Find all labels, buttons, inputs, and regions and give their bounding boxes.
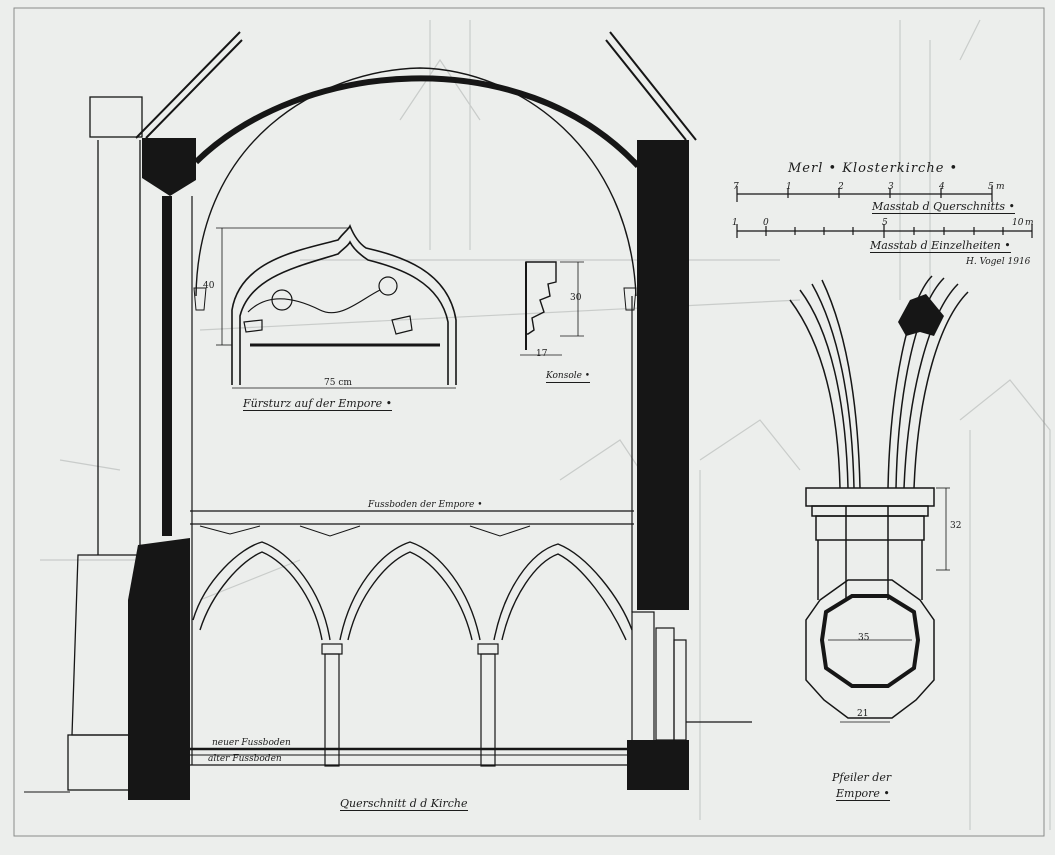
pillar-height-dimension: 32	[950, 521, 962, 531]
section-scale-tick-2: 2	[838, 182, 844, 192]
section-scale-tick-4: 4	[939, 182, 945, 192]
arcade-columns	[321, 643, 499, 767]
wall-cut-fills	[128, 138, 689, 800]
section-scale-unit: m	[996, 182, 1005, 192]
parapet-height-dimension: 40	[203, 281, 215, 291]
old-floor-label: alter Fussboden	[208, 754, 282, 764]
right-pier-outline	[631, 611, 752, 743]
console-detail	[520, 261, 584, 356]
gallery-floor-label: Fussboden der Empore •	[368, 500, 483, 510]
detail-scale-tick-five: 5	[882, 218, 888, 228]
pillar-caption-line1: Pfeiler der	[832, 771, 892, 784]
main-section-caption: Querschnitt d d Kirche	[340, 797, 468, 811]
section-scale-tick-5: 5	[988, 182, 994, 192]
pillar-diameter-dimension: 35	[858, 633, 870, 643]
sheet-frame	[13, 7, 1045, 837]
scale-bars	[736, 186, 1033, 238]
detail-scale-tick-end: 10	[1012, 218, 1024, 228]
console-height-dimension: 30	[570, 293, 582, 303]
pillar-caption-line2: Empore •	[836, 787, 890, 801]
pillar-base-width-dimension: 21	[857, 709, 869, 719]
detail-scale-tick-start: 1	[732, 218, 738, 228]
detail-scale-unit: m	[1025, 218, 1034, 228]
section-scale-tick-0: 7	[733, 182, 739, 192]
section-scale-tick-3: 3	[888, 182, 894, 192]
parapet-caption: Fürsturz auf der Empore •	[243, 397, 393, 411]
console-width-dimension: 17	[536, 349, 548, 359]
arcade-arches	[192, 541, 633, 641]
gallery-floor-slab	[190, 510, 634, 537]
detail-scale-tick-zero: 0	[763, 218, 769, 228]
parapet-detail	[216, 224, 457, 389]
pillar-rib-cut-fill	[898, 294, 944, 336]
vault-springer-right	[623, 287, 637, 311]
signature: H. Vogel 1916	[966, 257, 1031, 267]
drawing-title: Merl • Klosterkirche •	[788, 161, 959, 176]
console-caption: Konsole •	[546, 371, 591, 383]
section-scale-label: Masstab d Querschnitts •	[872, 200, 1015, 214]
vault-springer-left	[193, 287, 207, 311]
parapet-width-dimension: 75 cm	[324, 378, 352, 388]
new-floor-label: neuer Fussboden	[212, 738, 291, 748]
roof-edges	[135, 31, 697, 141]
detail-scale-label: Masstab d Einzelheiten •	[870, 239, 1011, 253]
main-vault-heavy	[193, 75, 641, 169]
pillar-detail	[789, 275, 969, 723]
section-scale-tick-1: 1	[786, 182, 792, 192]
inner-wall-lines	[191, 196, 633, 765]
floor-lines	[24, 747, 630, 793]
main-vault-inner	[195, 67, 637, 297]
